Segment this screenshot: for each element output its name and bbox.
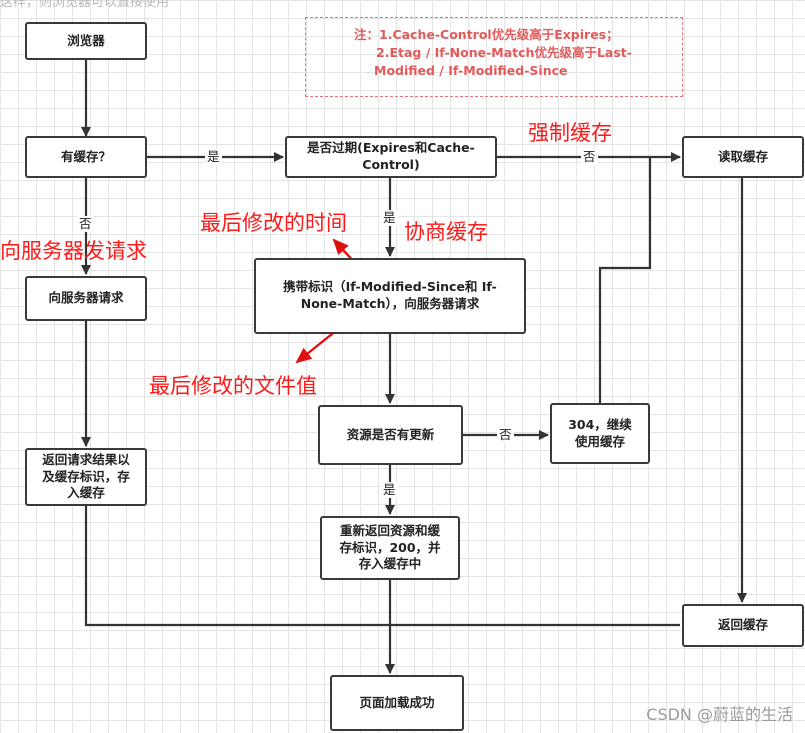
annotation-last-modified-value: 最后修改的文件值 xyxy=(149,374,317,398)
note-line-2: 2.Etag / If-None-Match优先级高于Last- xyxy=(376,45,632,60)
annotation-negotiated-cache: 协商缓存 xyxy=(404,220,488,244)
node-updated: 资源是否有更新 xyxy=(318,405,463,465)
node-return-cache: 返回缓存 xyxy=(682,604,804,647)
node-expired: 是否过期(Expires和Cache-Control) xyxy=(285,136,497,178)
priority-note: 注：1.Cache-Control优先级高于Expires； 2.Etag / … xyxy=(305,17,683,97)
node-success: 页面加载成功 xyxy=(330,675,464,731)
edge-304-to-read xyxy=(598,157,652,403)
node-has-cache: 有缓存？ xyxy=(25,136,147,178)
node-return-new: 重新返回资源和缓存标识，200，并存入缓存中 xyxy=(320,516,460,580)
edge-label-no-1: 否 xyxy=(581,149,598,165)
edge-result-to-merge xyxy=(84,506,680,627)
node-read-cache: 读取缓存 xyxy=(682,136,804,178)
node-carry-tag: 携带标识（If-Modified-Since和 If-None-Match），向… xyxy=(254,258,526,334)
note-line-3: Modified / If-Modified-Since xyxy=(374,63,568,78)
node-request-server: 向服务器请求 xyxy=(25,276,147,321)
edge-label-no-3: 否 xyxy=(497,427,514,443)
edge-label-no-2: 否 xyxy=(77,216,94,232)
top-cutoff-text: 这样，则浏览器可以直接使用 xyxy=(0,0,170,10)
node-browser: 浏览器 xyxy=(25,22,147,60)
edge-label-yes-2: 是 xyxy=(381,210,398,226)
node-return-result: 返回请求结果以及缓存标识，存入缓存 xyxy=(25,448,147,506)
annotation-request-to-server: 向服务器发请求 xyxy=(0,239,147,263)
annotation-last-modified-time: 最后修改的时间 xyxy=(200,211,347,235)
note-line-1: 注：1.Cache-Control优先级高于Expires； xyxy=(354,27,619,42)
edge-label-yes-3: 是 xyxy=(381,482,398,498)
node-304: 304，继续使用缓存 xyxy=(550,403,650,464)
annotation-forced-cache: 强制缓存 xyxy=(528,121,612,145)
edge-label-yes-1: 是 xyxy=(205,149,222,165)
watermark: CSDN @蔚蓝的生活 xyxy=(646,705,793,724)
